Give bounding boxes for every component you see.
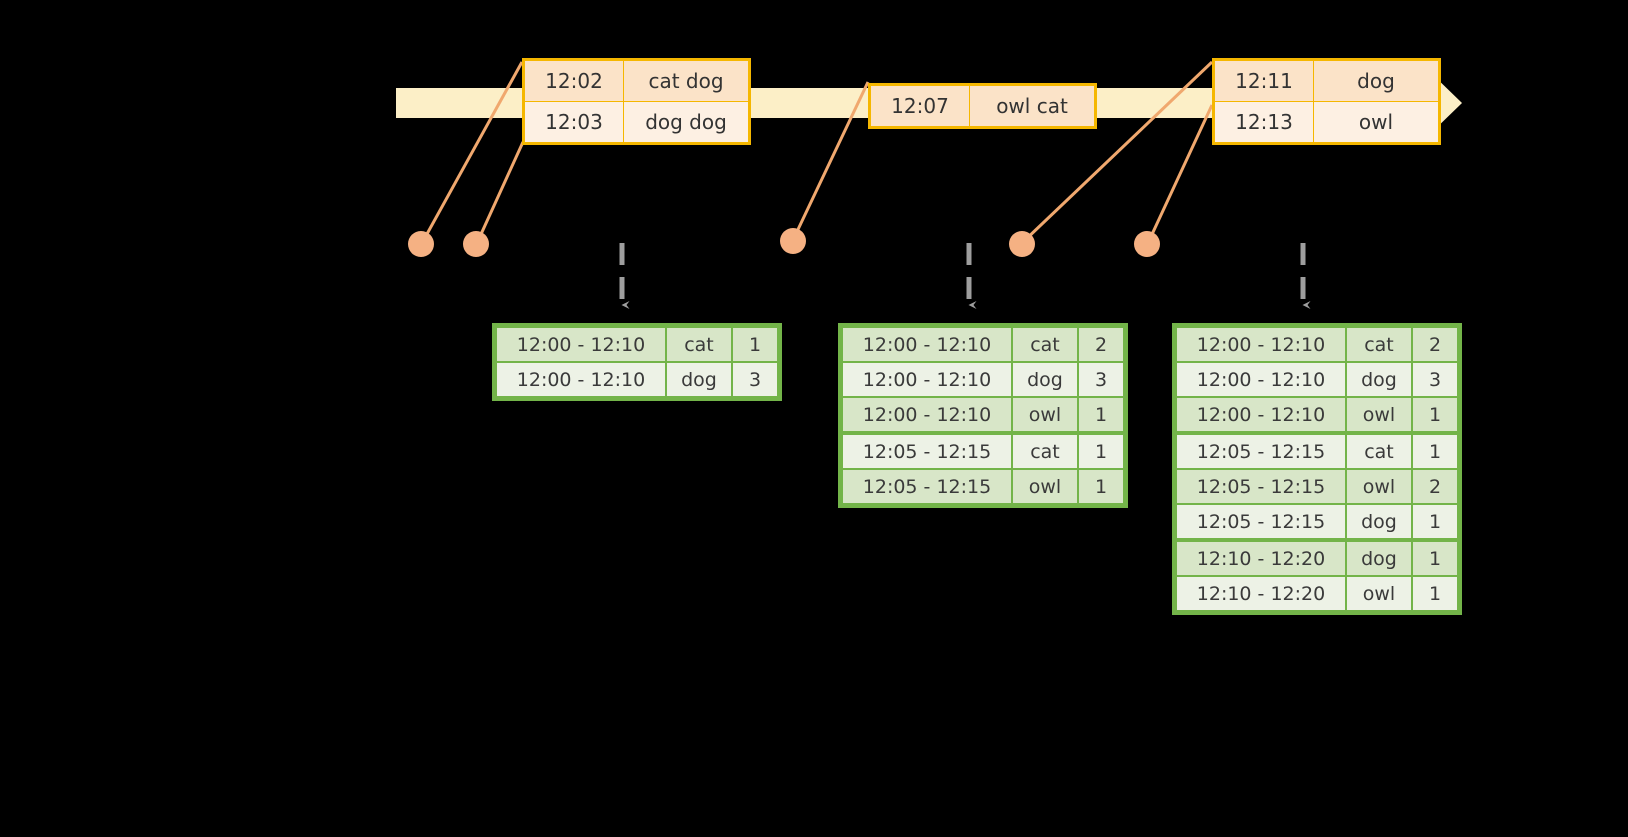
dot-12-03-icon: [463, 231, 489, 257]
word-cell: cat: [1347, 328, 1411, 361]
connector-dots: [408, 228, 1160, 257]
word-cell: cat: [667, 328, 731, 361]
event-words: cat dog: [623, 59, 750, 102]
window-cell: 12:00 - 12:10: [843, 398, 1011, 431]
count-cell: 1: [1413, 505, 1457, 538]
word-cell: owl: [1013, 470, 1077, 503]
count-cell: 3: [1079, 363, 1123, 396]
event-row[interactable]: 12:03 dog dog: [523, 101, 750, 144]
count-cell: 1: [1079, 470, 1123, 503]
event-box-group-2[interactable]: 12:07 owl cat: [868, 83, 1097, 129]
window-cell: 12:05 - 12:15: [843, 433, 1011, 468]
dashed-arrows: [619, 243, 1311, 309]
word-cell: owl: [1347, 470, 1411, 503]
count-cell: 2: [1413, 470, 1457, 503]
window-cell: 12:00 - 12:10: [843, 328, 1011, 361]
window-cell: 12:05 - 12:15: [1177, 433, 1345, 468]
count-cell: 1: [1413, 398, 1457, 431]
window-cell: 12:00 - 12:10: [843, 363, 1011, 396]
word-cell: dog: [1347, 363, 1411, 396]
event-words: owl: [1313, 101, 1440, 144]
window-cell: 12:05 - 12:15: [1177, 505, 1345, 538]
count-cell: 1: [1079, 433, 1123, 468]
word-cell: cat: [1013, 328, 1077, 361]
dot-12-07-icon: [780, 228, 806, 254]
word-cell: cat: [1013, 433, 1077, 468]
count-cell: 3: [733, 363, 777, 396]
window-cell: 12:10 - 12:20: [1177, 540, 1345, 575]
count-cell: 2: [1413, 328, 1457, 361]
window-cell: 12:05 - 12:15: [843, 470, 1011, 503]
connector-12-07: [791, 81, 870, 241]
word-cell: dog: [1347, 505, 1411, 538]
event-time: 12:11: [1213, 59, 1314, 102]
event-time: 12:07: [869, 84, 970, 128]
event-words: owl cat: [969, 84, 1096, 128]
window-cell: 12:05 - 12:15: [1177, 470, 1345, 503]
event-words: dog dog: [623, 101, 750, 144]
word-cell: dog: [1347, 540, 1411, 575]
event-time: 12:13: [1213, 101, 1314, 144]
connector-12-02: [420, 61, 524, 244]
event-row[interactable]: 12:02 cat dog: [523, 59, 750, 102]
word-cell: dog: [1013, 363, 1077, 396]
count-cell: 2: [1079, 328, 1123, 361]
connector-12-03: [475, 141, 525, 244]
dot-12-11-icon: [1009, 231, 1035, 257]
word-cell: cat: [1347, 433, 1411, 468]
window-cell: 12:00 - 12:10: [1177, 363, 1345, 396]
word-cell: owl: [1013, 398, 1077, 431]
event-row[interactable]: 12:13 owl: [1213, 101, 1440, 144]
event-box-group-3[interactable]: 12:11 dog 12:13 owl: [1212, 58, 1441, 145]
count-cell: 1: [733, 328, 777, 361]
event-time: 12:02: [523, 59, 624, 102]
event-row[interactable]: 12:07 owl cat: [869, 84, 1096, 128]
word-cell: owl: [1347, 398, 1411, 431]
window-cell: 12:00 - 12:10: [1177, 328, 1345, 361]
count-cell: 1: [1413, 540, 1457, 575]
count-cell: 1: [1413, 577, 1457, 610]
event-row[interactable]: 12:11 dog: [1213, 59, 1440, 102]
count-cell: 3: [1413, 363, 1457, 396]
window-cell: 12:00 - 12:10: [497, 363, 665, 396]
window-cell: 12:10 - 12:20: [1177, 577, 1345, 610]
event-box-group-1[interactable]: 12:02 cat dog 12:03 dog dog: [522, 58, 751, 145]
count-cell: 1: [1079, 398, 1123, 431]
window-cell: 12:00 - 12:10: [1177, 398, 1345, 431]
dot-12-13-icon: [1134, 231, 1160, 257]
window-cell: 12:00 - 12:10: [497, 328, 665, 361]
event-words: dog: [1313, 59, 1440, 102]
event-time: 12:03: [523, 101, 624, 144]
word-cell: dog: [667, 363, 731, 396]
dot-12-02-icon: [408, 231, 434, 257]
count-cell: 1: [1413, 433, 1457, 468]
connector-12-13: [1146, 104, 1214, 244]
word-cell: owl: [1347, 577, 1411, 610]
